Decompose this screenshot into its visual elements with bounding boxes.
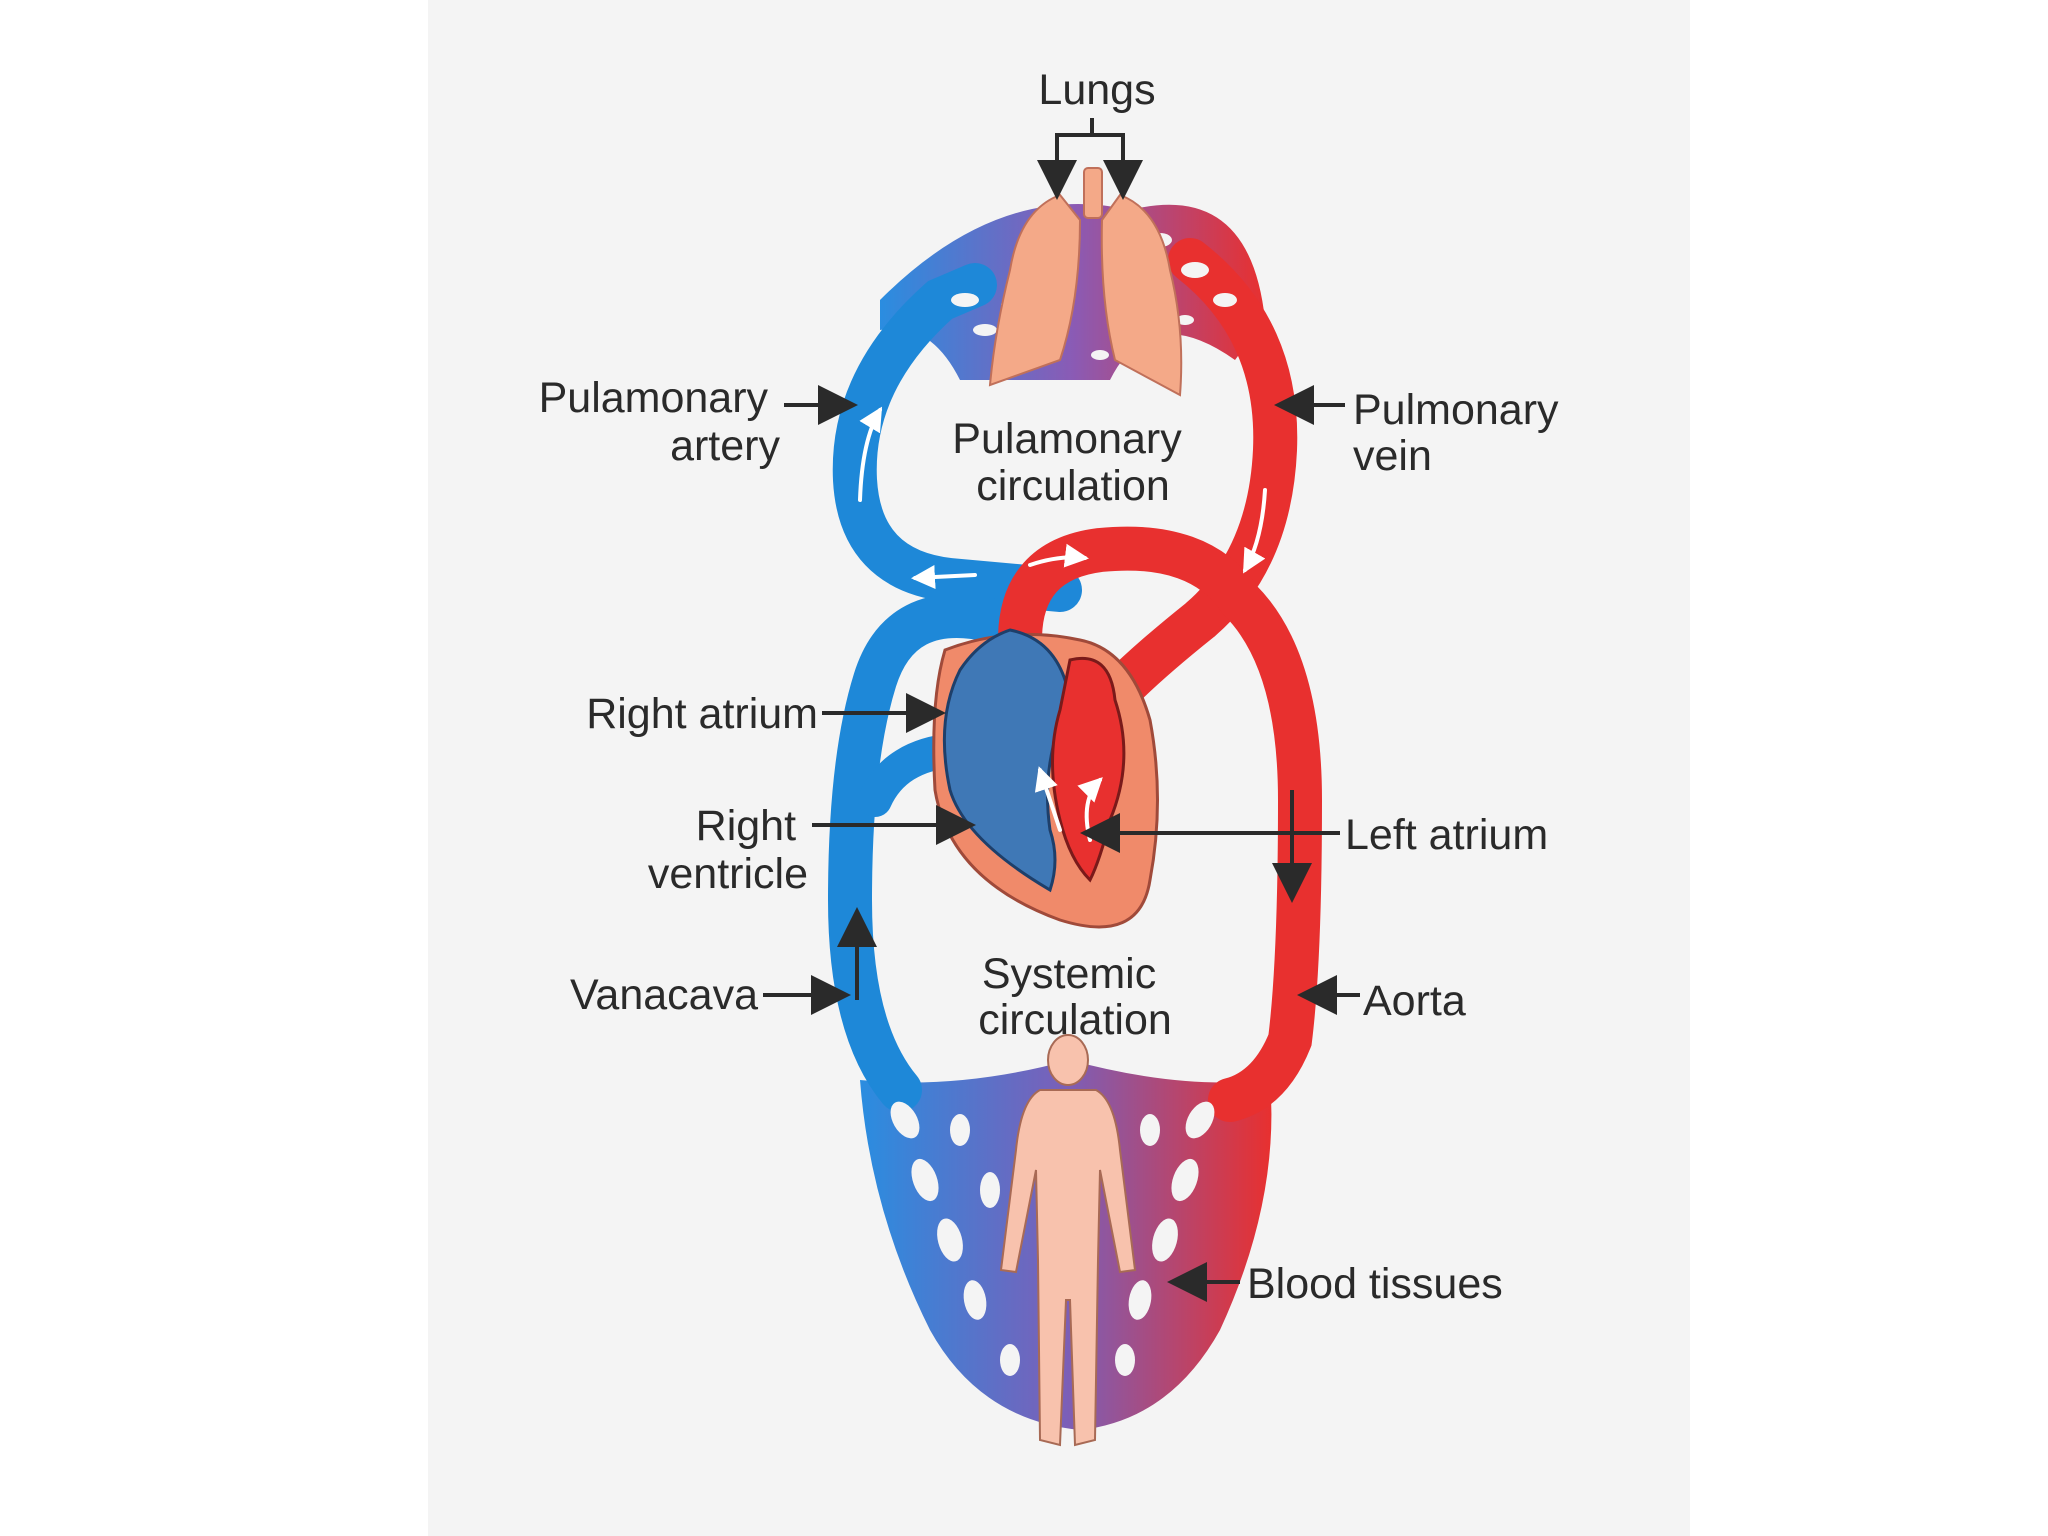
label-right-ventricle: Right ventricle [648,802,808,898]
trachea [1083,167,1103,219]
heart-illustration [932,628,1159,929]
label-pulmonary-vein: Pulmonary vein [1353,386,1570,480]
left-lung [988,193,1082,387]
systemic-capillary-holes [890,1101,1215,1376]
labels: Lungs Pulamonary artery Pulmonary vein P… [539,66,1570,1308]
label-pulmonary-circulation-line2: circulation [976,462,1170,510]
callout-lines [763,385,1360,1302]
vessel-direction-arrows [837,790,1312,1000]
label-systemic-circulation: Systemic circulation [978,950,1172,1044]
label-vena-cava: Vanacava [570,971,758,1019]
label-lungs: Lungs [1038,66,1155,114]
label-pulmonary-vein-line2: vein [1353,432,1432,480]
label-pulmonary-artery-line2: artery [670,422,780,470]
label-pulmonary-circulation: Pulamonary circulation [952,415,1193,510]
label-pulmonary-vein-line1: Pulmonary [1353,386,1559,434]
human-figure [999,1034,1137,1447]
label-right-atrium: Right atrium [586,690,818,738]
label-systemic-circulation-line2: circulation [978,996,1172,1044]
label-pulmonary-artery: Pulamonary artery [539,374,781,470]
pulmonary-artery-vessel [832,263,1082,612]
vena-cava-vessel [827,594,1012,1112]
pulmonary-vein-vessel [1098,238,1298,712]
label-left-atrium: Left atrium [1345,811,1548,859]
label-right-ventricle-line1: Right [696,802,796,850]
label-pulmonary-artery-line1: Pulamonary [539,374,769,422]
label-aorta: Aorta [1363,977,1466,1025]
label-right-ventricle-line2: ventricle [648,850,808,898]
label-pulmonary-circulation-line1: Pulamonary [952,415,1182,463]
right-lung [1100,193,1183,397]
lungs-bracket [1037,118,1143,200]
lungs-illustration [988,167,1183,397]
label-systemic-circulation-line1: Systemic [982,950,1156,998]
label-blood-tissues: Blood tissues [1247,1260,1503,1308]
